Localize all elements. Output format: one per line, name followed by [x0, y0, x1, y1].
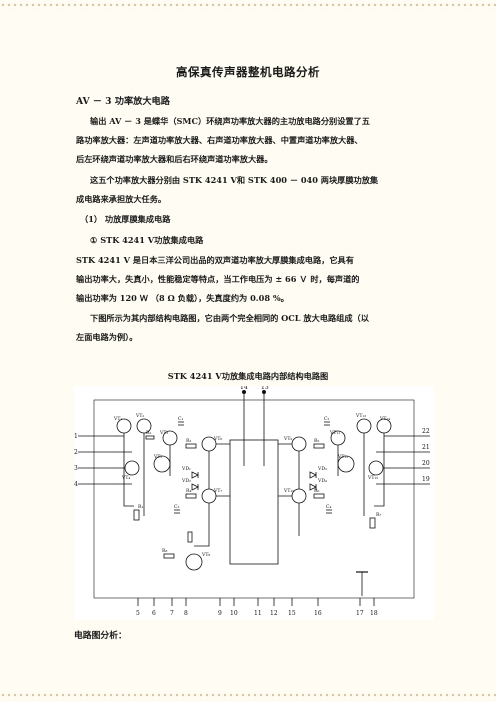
pin-label-20: 20 — [422, 460, 430, 467]
pin-label-4: 4 — [74, 481, 78, 488]
pin-label-5: 5 — [136, 610, 140, 617]
diodes — [191, 471, 317, 491]
pin-label-19: 19 — [422, 476, 430, 483]
bottom-pin-leads — [137, 598, 375, 606]
label-vt15: VT₁₅ — [367, 475, 378, 481]
circuit-analysis-label: 电路图分析： — [74, 631, 127, 641]
pin-label-11: 11 — [254, 610, 262, 617]
subheading-2: ① STK 4241 Ⅴ功放集成电路 — [90, 235, 204, 245]
label-vt10: VT₁₀ — [283, 488, 294, 494]
label-vd2: VD₂ — [181, 478, 191, 484]
label-vt9: VT₉ — [283, 436, 292, 442]
paragraph-1-line-3: 后左环绕声道功率放大器和后右环绕声道功率放大器。 — [76, 154, 273, 164]
figure-caption: STK 4241 Ⅴ功放集成电路内部结构电路图 — [167, 371, 329, 381]
label-vt8: VT₈ — [201, 552, 210, 558]
paragraph-4-line-2: 左面电路为例）。 — [76, 332, 138, 342]
pin-label-8: 8 — [184, 610, 188, 617]
circuit-diagram: 14 13 1 2 3 4 22 21 20 19 5 6 7 8 9 10 1… — [74, 384, 434, 620]
label-vt5: VT₅ — [153, 454, 162, 460]
pin-label-9: 9 — [218, 610, 222, 617]
label-c1: C₁ — [178, 416, 184, 422]
label-c2: C₂ — [324, 416, 330, 422]
label-c3: C₃ — [174, 504, 180, 510]
paragraph-3-line-2: 输出功率大，失真小，性能稳定等特点，当工作电压为 ± 66 Ｖ 时，每声道的 — [76, 274, 360, 284]
pin-label-22: 22 — [422, 428, 430, 435]
pin-label-3: 3 — [74, 465, 78, 472]
subheading-1: （1） 功放厚膜集成电路 — [80, 214, 171, 224]
label-vt7: VT₇ — [213, 488, 222, 494]
paragraph-1-line-2: 路功率放大器：左声道功率放大器、右声道功率放大器、中置声道功率放大器、 — [76, 135, 363, 145]
left-amp-transistors — [116, 418, 217, 571]
label-vt12: VT₁₂ — [337, 454, 348, 460]
pin-label-13: 13 — [261, 386, 269, 391]
label-r8: R₈ — [162, 548, 167, 554]
paragraph-2-line-1: 这五个功率放大器分别由 STK 4241 Ⅴ和 STK 400 － 040 两块… — [90, 175, 379, 185]
pin-label-12: 12 — [270, 610, 278, 617]
capacitors — [174, 421, 332, 514]
label-vt11: VT₁₁ — [329, 430, 340, 436]
label-vt3: VT₃ — [159, 430, 168, 436]
label-r2: R₂ — [146, 430, 151, 436]
label-vd3: VD₃ — [317, 466, 327, 472]
pin-label-10: 10 — [230, 610, 238, 617]
label-r4: R₄ — [186, 488, 191, 494]
paragraph-2-line-2: 成电路来承担放大任务。 — [76, 194, 167, 204]
pin-label-2: 2 — [74, 449, 78, 456]
right-amp-transistors — [291, 418, 392, 504]
label-r6: R₆ — [314, 488, 319, 494]
resistors — [133, 435, 376, 559]
label-c4: C₄ — [326, 504, 332, 510]
pin-label-21: 21 — [422, 444, 430, 451]
pin-label-17: 17 — [356, 610, 364, 617]
document-title: 高保真传声器整机电路分析 — [176, 65, 320, 79]
section-heading: AV － 3 功率放大电路 — [76, 96, 170, 107]
label-vd4: VD₄ — [317, 478, 327, 484]
pin-label-6: 6 — [152, 610, 156, 617]
pin-label-1: 1 — [74, 433, 78, 440]
label-vt1: VT₁ — [113, 416, 122, 422]
pin-label-18: 18 — [370, 610, 378, 617]
paragraph-3-line-3: 输出功率为 120 Ｗ （8 Ω 负载），失真度约为 0.08 %。 — [76, 293, 289, 303]
label-vt13: VT₁₃ — [355, 413, 366, 419]
paragraph-1-line-1: 输出 AV － 3 是蝶华（SMC）环绕声功率放大器的主功放电路分别设置了五 — [90, 116, 370, 126]
pin-label-16: 16 — [314, 610, 322, 617]
label-vt4: VT₄ — [121, 475, 130, 481]
label-r7: R₇ — [376, 512, 381, 518]
circuit-outline — [93, 399, 415, 599]
label-vt2: VT₂ — [135, 413, 144, 419]
label-vt14: VT₁₄ — [379, 416, 390, 422]
label-r3: R₃ — [186, 438, 191, 444]
center-block — [229, 439, 279, 565]
pin-label-7: 7 — [170, 610, 174, 617]
decorative-border-bottom — [0, 692, 496, 700]
decorative-border-top — [0, 2, 496, 10]
pin-label-14: 14 — [240, 386, 248, 391]
pin-label-15: 15 — [288, 610, 296, 617]
label-r5: R₅ — [314, 438, 319, 444]
paragraph-3-line-1: STK 4241 Ⅴ 是日本三洋公司出品的双声道功率放大厚膜集成电路，它具有 — [76, 255, 354, 265]
label-vd1: VD₁ — [181, 466, 191, 472]
label-vt6: VT₆ — [213, 436, 222, 442]
label-r1: R₁ — [138, 504, 143, 510]
paragraph-4-line-1: 下图所示为其内部结构电路图，它由两个完全相同的 OCL 放大电路组成（以 — [90, 313, 369, 323]
